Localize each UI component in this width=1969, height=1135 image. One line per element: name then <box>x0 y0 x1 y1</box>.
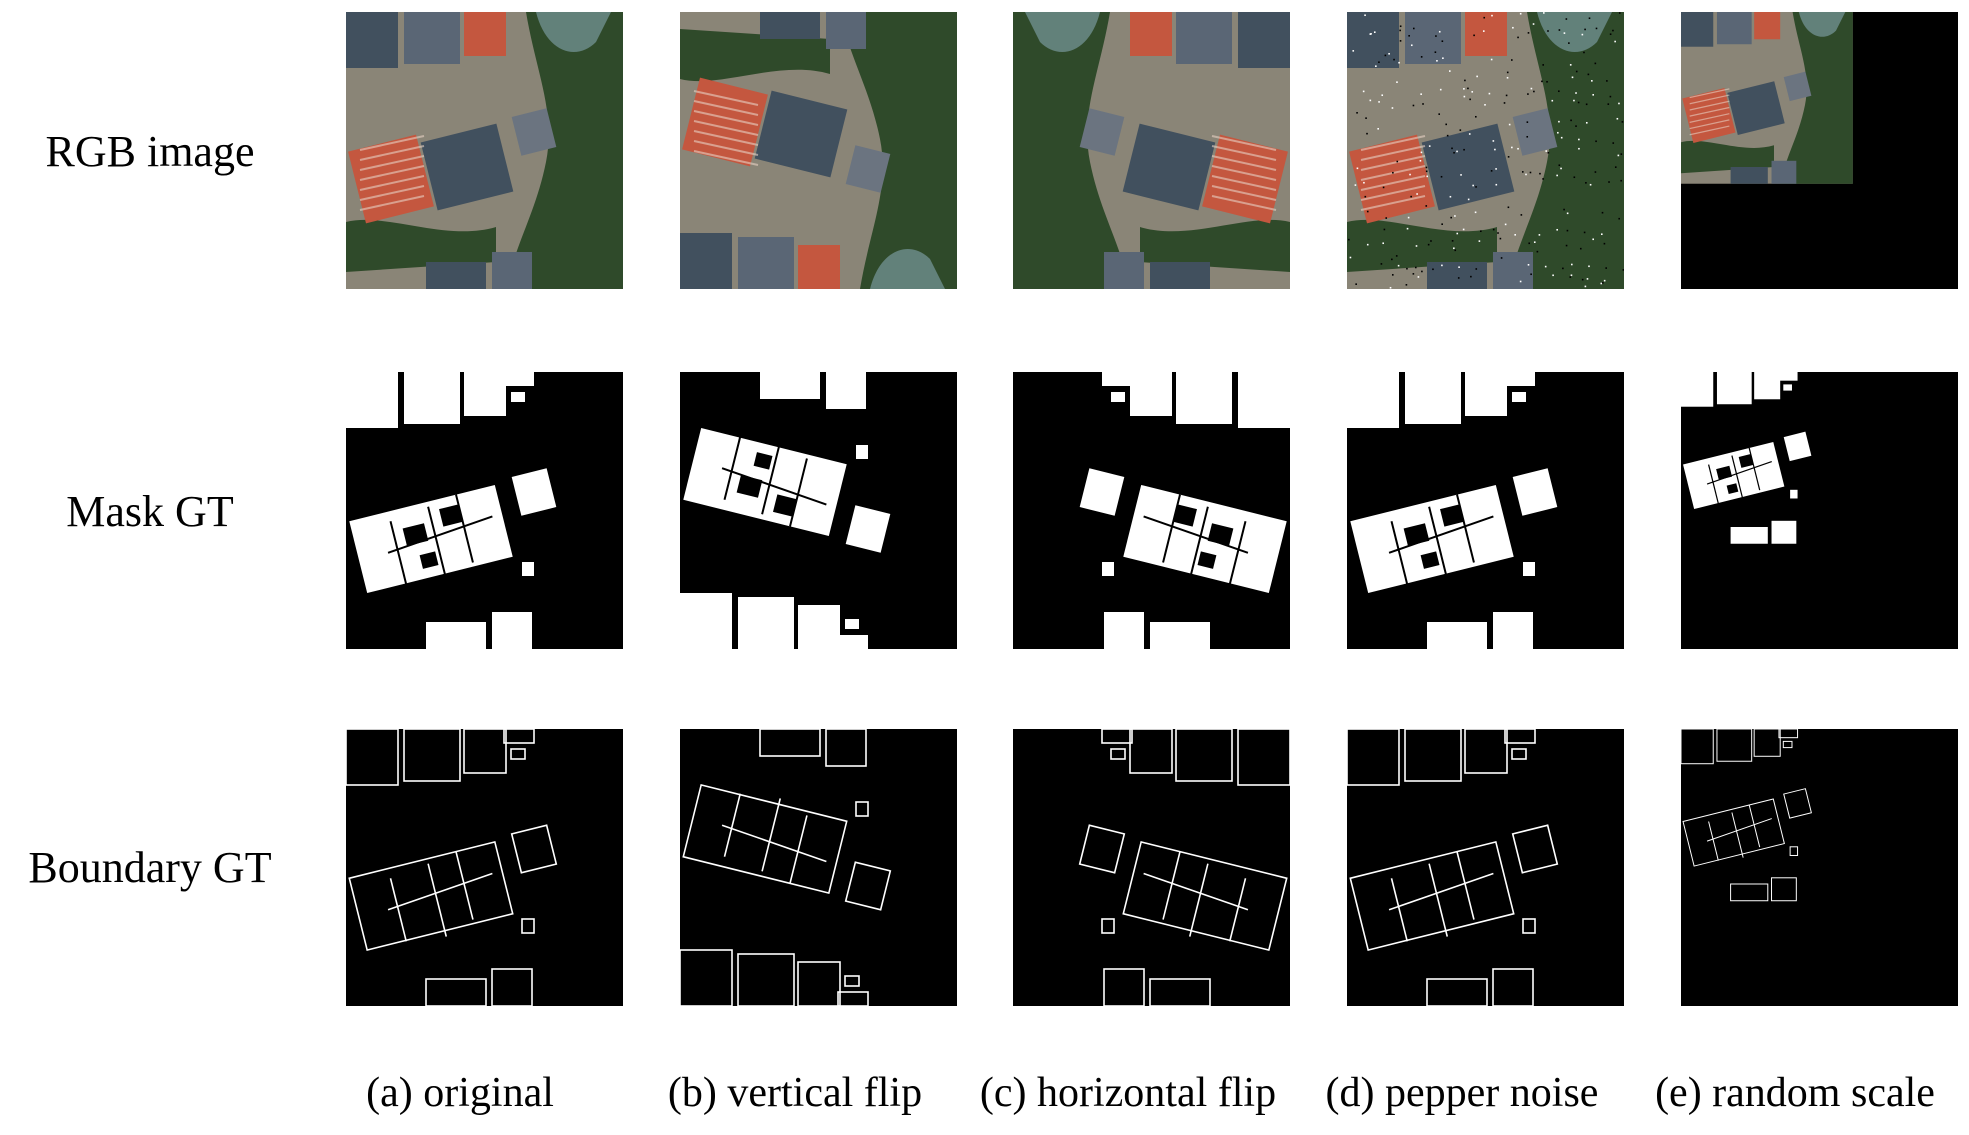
boundary-image-random-scale <box>1681 729 1958 1006</box>
boundary-image-horizontal-flip <box>1013 729 1290 1006</box>
mask-image-random-scale <box>1681 372 1958 649</box>
panel-mask-pepper-noise <box>1347 372 1624 649</box>
col-label-random-scale: (e) random scale <box>1655 1070 1935 1116</box>
boundary-image-original <box>346 729 623 1006</box>
col-label-pepper-noise: (d) pepper noise <box>1325 1070 1599 1116</box>
boundary-image-vertical-flip <box>680 729 957 1006</box>
col-label-horizontal-flip: (c) horizontal flip <box>979 1070 1277 1116</box>
mask-image-pepper-noise <box>1347 372 1624 649</box>
panel-boundary-pepper-noise <box>1347 729 1624 1006</box>
mask-image-original <box>346 372 623 649</box>
rgb-image-horizontal-flip <box>1013 12 1290 289</box>
mask-image-vertical-flip <box>680 372 957 649</box>
panel-rgb-horizontal-flip <box>1013 12 1290 289</box>
panel-rgb-pepper-noise <box>1347 12 1624 289</box>
panel-boundary-vertical-flip <box>680 729 957 1006</box>
row-label-mask: Mask GT <box>66 487 234 536</box>
mask-image-horizontal-flip <box>1013 372 1290 649</box>
col-label-original: (a) original <box>366 1070 554 1116</box>
panel-boundary-random-scale <box>1681 729 1958 1006</box>
panel-mask-vertical-flip <box>680 372 957 649</box>
row-label-boundary: Boundary GT <box>28 843 272 892</box>
panel-mask-horizontal-flip <box>1013 372 1290 649</box>
panel-boundary-horizontal-flip <box>1013 729 1290 1006</box>
col-label-vertical-flip: (b) vertical flip <box>667 1070 923 1116</box>
boundary-image-pepper-noise <box>1347 729 1624 1006</box>
panel-rgb-original <box>346 12 623 289</box>
panel-mask-random-scale <box>1681 372 1958 649</box>
panel-boundary-original <box>346 729 623 1006</box>
rgb-image-original <box>346 12 623 289</box>
panel-rgb-random-scale <box>1681 12 1958 289</box>
rgb-image-pepper-noise <box>1347 12 1624 289</box>
rgb-image-random-scale <box>1681 12 1958 289</box>
row-label-rgb: RGB image <box>45 127 255 176</box>
rgb-image-vertical-flip <box>680 12 957 289</box>
panel-mask-original <box>346 372 623 649</box>
panel-rgb-vertical-flip <box>680 12 957 289</box>
